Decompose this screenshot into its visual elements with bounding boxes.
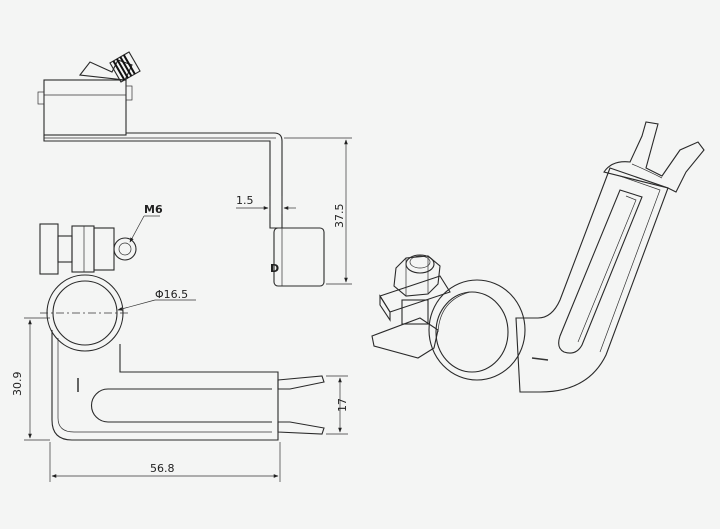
dim-side-height: 30.9 (11, 372, 24, 397)
top-view: D 1.5 37.5 (37, 51, 352, 287)
dim-thickness: 1.5 (236, 194, 254, 207)
isometric-view (371, 121, 705, 393)
dim-ring-diameter: Φ16.5 (155, 288, 188, 301)
dim-fork-width: 17 (336, 398, 349, 412)
dim-thread: M6 (144, 203, 163, 216)
dim-overall-length: 56.8 (150, 462, 175, 475)
view-letter: D (270, 262, 279, 275)
dim-height-top: 37.5 (333, 204, 346, 229)
polarity-mark-iso (531, 357, 549, 361)
front-view: M6 Φ16.5 17 30.9 56.8 (11, 203, 349, 482)
